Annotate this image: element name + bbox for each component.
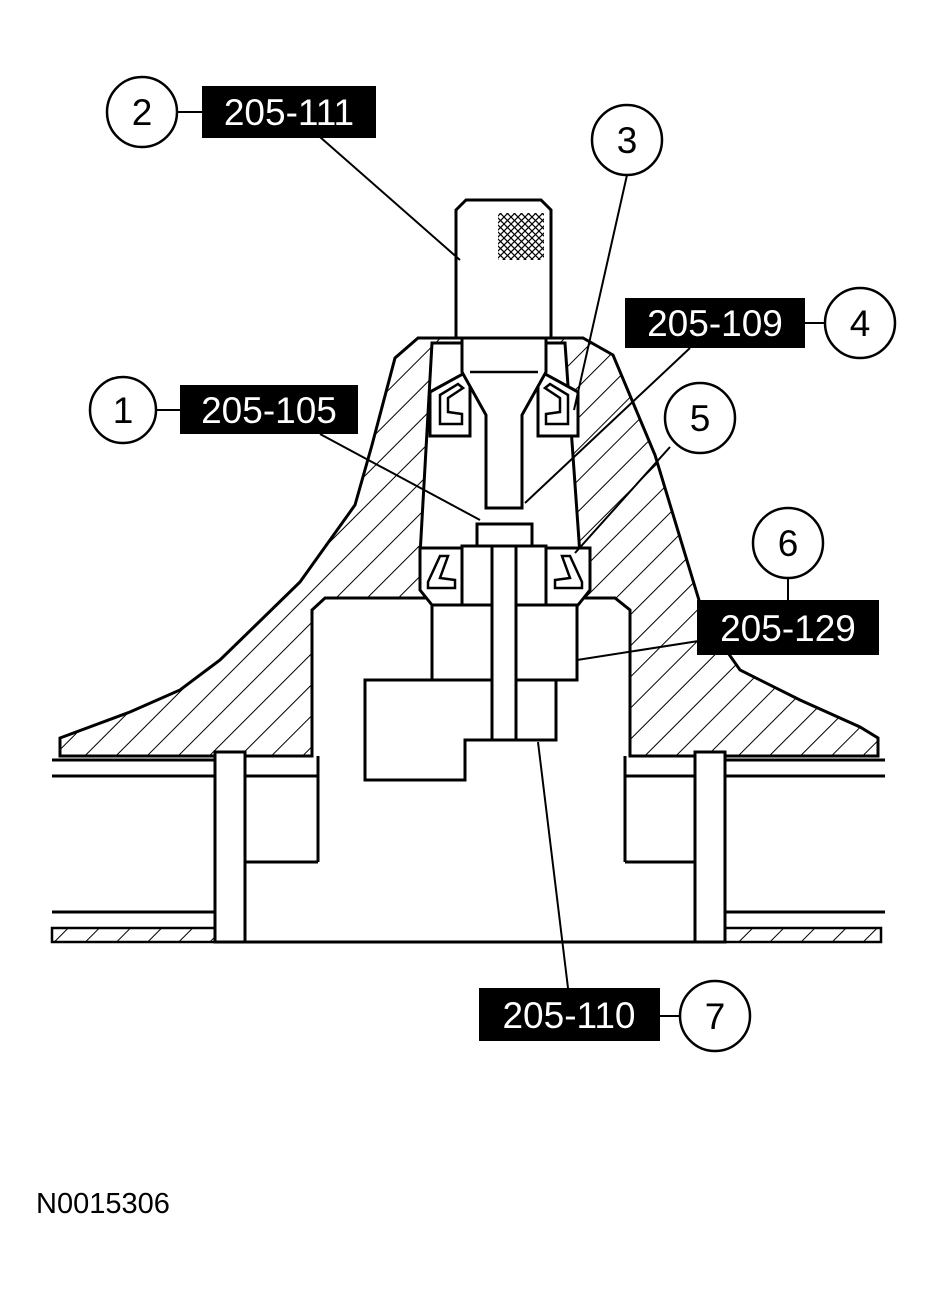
callout-4: 205-109 4 <box>625 286 897 360</box>
callout-3-circle <box>590 103 664 177</box>
tool-label-2-box <box>202 86 376 138</box>
upper-seal <box>428 367 580 438</box>
callout-4-number: 4 <box>850 303 871 344</box>
figure-id: N0015306 <box>36 1188 170 1220</box>
callout-2: 2 205-111 <box>105 75 376 149</box>
tool-label-2: 205-111 <box>224 92 354 133</box>
callout-1-circle <box>88 375 158 445</box>
callout-3: 3 <box>590 103 664 177</box>
callout-4-circle <box>823 286 897 360</box>
lower-seal <box>418 546 592 607</box>
tool-label-7: 205-110 <box>502 995 635 1036</box>
callout-2-number: 2 <box>132 92 153 133</box>
callout-6: 6 205-129 <box>697 506 879 655</box>
callout-3-number: 3 <box>617 120 638 161</box>
tool-label-4: 205-109 <box>647 303 783 344</box>
callout-5-circle <box>663 381 737 455</box>
tool-label-1: 205-105 <box>201 390 337 431</box>
tool-label-6-box <box>697 600 879 655</box>
callout-5-number: 5 <box>690 398 711 439</box>
tool-label-4-box <box>625 298 805 348</box>
callout-2-circle <box>105 75 179 149</box>
seal-installer-tool <box>363 544 579 782</box>
installer-handle-tool <box>454 198 553 510</box>
tool-label-1-box <box>180 385 358 434</box>
spacer-tool <box>475 522 534 548</box>
callout-6-circle <box>751 506 825 580</box>
tool-label-7-box <box>479 988 660 1041</box>
callout-1: 1 205-105 <box>88 375 358 445</box>
callout-1-number: 1 <box>113 390 134 431</box>
callout-6-number: 6 <box>778 523 799 564</box>
callout-7-circle <box>678 979 752 1053</box>
leader-lines <box>155 111 825 1017</box>
base-structure <box>50 750 885 944</box>
callout-7: 205-110 7 <box>479 979 752 1053</box>
tool-label-6: 205-129 <box>720 608 856 649</box>
callout-7-number: 7 <box>705 996 726 1037</box>
callout-5: 5 <box>663 381 737 455</box>
